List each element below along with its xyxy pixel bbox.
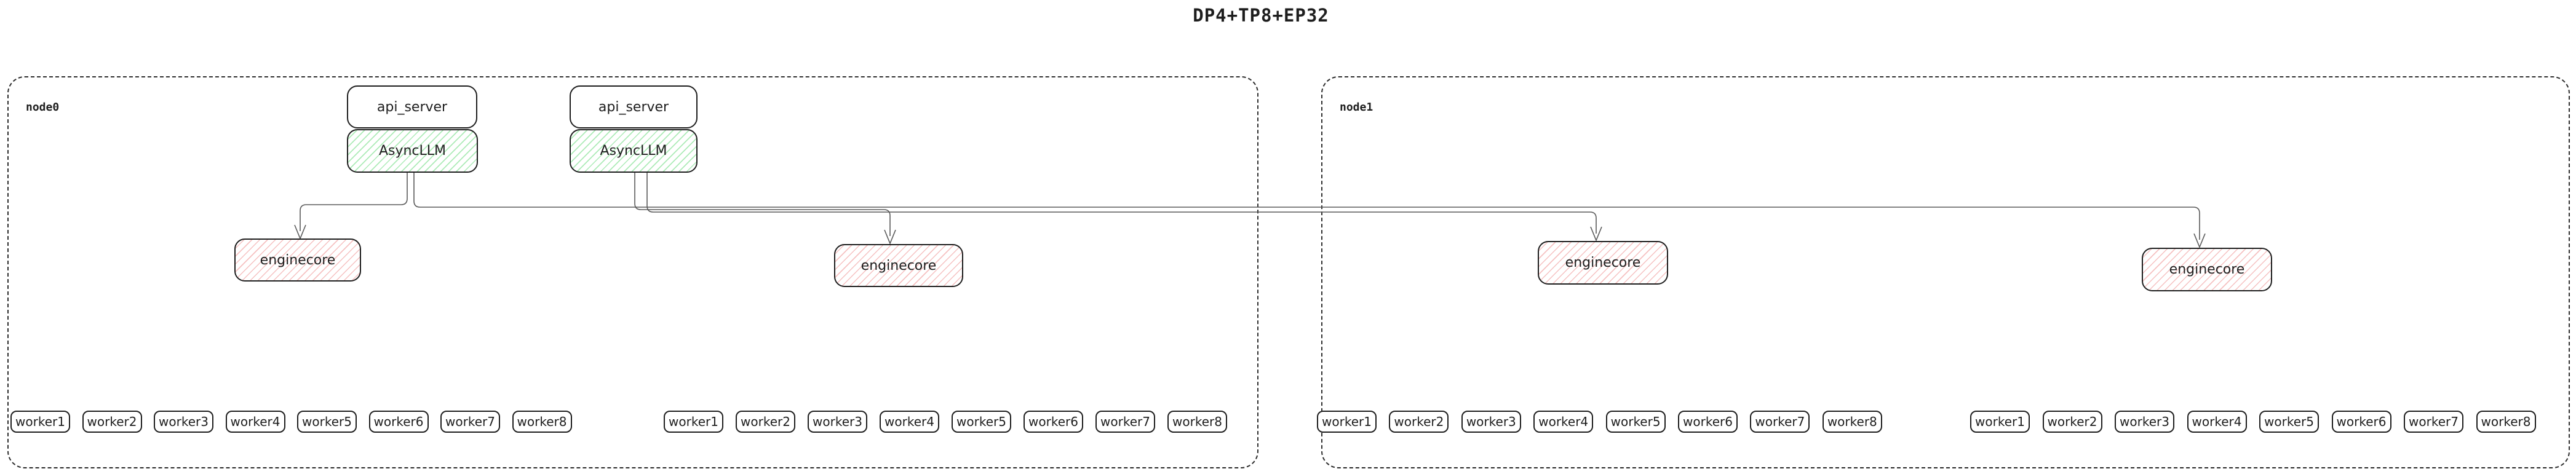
worker-label: worker4: [885, 414, 934, 429]
worker-label: worker1: [1322, 414, 1372, 429]
worker-box: worker4: [1533, 411, 1594, 433]
enginecore-label: enginecore: [1565, 255, 1641, 270]
enginecore-label: enginecore: [2169, 262, 2245, 277]
worker-label: worker4: [1538, 414, 1589, 429]
worker-box: worker1: [1317, 411, 1377, 433]
asyncllm-label: AsyncLLM: [378, 143, 447, 159]
worker-label: worker6: [1683, 414, 1733, 429]
worker-label: worker5: [302, 414, 352, 429]
enginecore-label: enginecore: [260, 252, 336, 268]
enginecore-box: enginecore: [234, 238, 361, 282]
worker-box: worker1: [664, 411, 723, 433]
worker-label: worker7: [2409, 414, 2459, 429]
worker-label: worker1: [15, 414, 65, 429]
worker-box: worker5: [2259, 411, 2319, 433]
worker-label: worker6: [2336, 414, 2387, 429]
worker-box: worker4: [225, 411, 285, 433]
worker-label: worker7: [445, 414, 495, 429]
enginecore-label: enginecore: [861, 258, 937, 274]
worker-box: worker3: [154, 411, 213, 433]
api-server-label: api_server: [598, 99, 669, 115]
worker-label: worker1: [1975, 414, 2025, 429]
worker-box: worker2: [1389, 411, 1449, 433]
worker-label: worker5: [956, 414, 1006, 429]
worker-box: worker4: [2187, 411, 2247, 433]
worker-box: worker7: [1750, 411, 1810, 433]
worker-box: worker8: [512, 411, 572, 433]
worker-box: worker4: [880, 411, 939, 433]
worker-box: worker5: [297, 411, 357, 433]
worker-box: worker6: [2331, 411, 2391, 433]
node0-container: node0: [7, 76, 1258, 468]
api-server-box: api_server: [570, 85, 698, 128]
api-server-label: api_server: [376, 99, 448, 115]
worker-box: worker5: [1605, 411, 1666, 433]
worker-box: worker3: [1461, 411, 1521, 433]
node1-container: node1: [1321, 76, 2570, 468]
worker-label: worker3: [159, 414, 209, 429]
worker-label: worker7: [1100, 414, 1150, 429]
worker-box: worker1: [10, 411, 70, 433]
node0-label: node0: [26, 101, 60, 114]
worker-label: worker2: [87, 414, 137, 429]
worker-box: worker1: [1970, 411, 2030, 433]
enginecore-box: enginecore: [2142, 248, 2272, 291]
worker-box: worker2: [82, 411, 142, 433]
worker-label: worker4: [2192, 414, 2242, 429]
enginecore-box: enginecore: [1538, 241, 1668, 285]
api-server-box: api_server: [347, 85, 477, 128]
worker-label: worker7: [1755, 414, 1805, 429]
worker-box: worker7: [2404, 411, 2463, 433]
worker-label: worker8: [1172, 414, 1222, 429]
worker-label: worker3: [2120, 414, 2169, 429]
worker-label: worker5: [1610, 414, 1661, 429]
worker-box: worker2: [2042, 411, 2102, 433]
worker-label: worker8: [517, 414, 567, 429]
worker-box: worker8: [2476, 411, 2536, 433]
asyncllm-label: AsyncLLM: [600, 143, 667, 159]
enginecore-box: enginecore: [834, 244, 963, 287]
worker-box: worker5: [952, 411, 1011, 433]
worker-label: worker6: [1028, 414, 1078, 429]
worker-label: worker8: [1827, 414, 1877, 429]
worker-box: worker6: [1024, 411, 1083, 433]
worker-box: worker6: [368, 411, 429, 433]
asyncllm-box: AsyncLLM: [347, 129, 478, 173]
worker-box: worker8: [1822, 411, 1882, 433]
worker-box: worker2: [736, 411, 795, 433]
worker-label: worker3: [1466, 414, 1516, 429]
worker-box: worker7: [1095, 411, 1155, 433]
worker-box: worker6: [1678, 411, 1738, 433]
worker-label: worker2: [741, 414, 790, 429]
node1-label: node1: [1340, 101, 1373, 114]
worker-label: worker2: [2047, 414, 2097, 429]
worker-box: worker3: [808, 411, 867, 433]
worker-label: worker2: [1394, 414, 1444, 429]
worker-label: worker6: [373, 414, 424, 429]
diagram-title: DP4+TP8+EP32: [1193, 5, 1329, 26]
asyncllm-box: AsyncLLM: [570, 129, 698, 173]
worker-label: worker3: [813, 414, 862, 429]
worker-label: worker8: [2481, 414, 2531, 429]
worker-box: worker7: [440, 411, 500, 433]
worker-label: worker5: [2264, 414, 2314, 429]
worker-label: worker1: [669, 414, 718, 429]
worker-label: worker4: [230, 414, 280, 429]
worker-box: worker8: [1167, 411, 1227, 433]
worker-box: worker3: [2115, 411, 2174, 433]
